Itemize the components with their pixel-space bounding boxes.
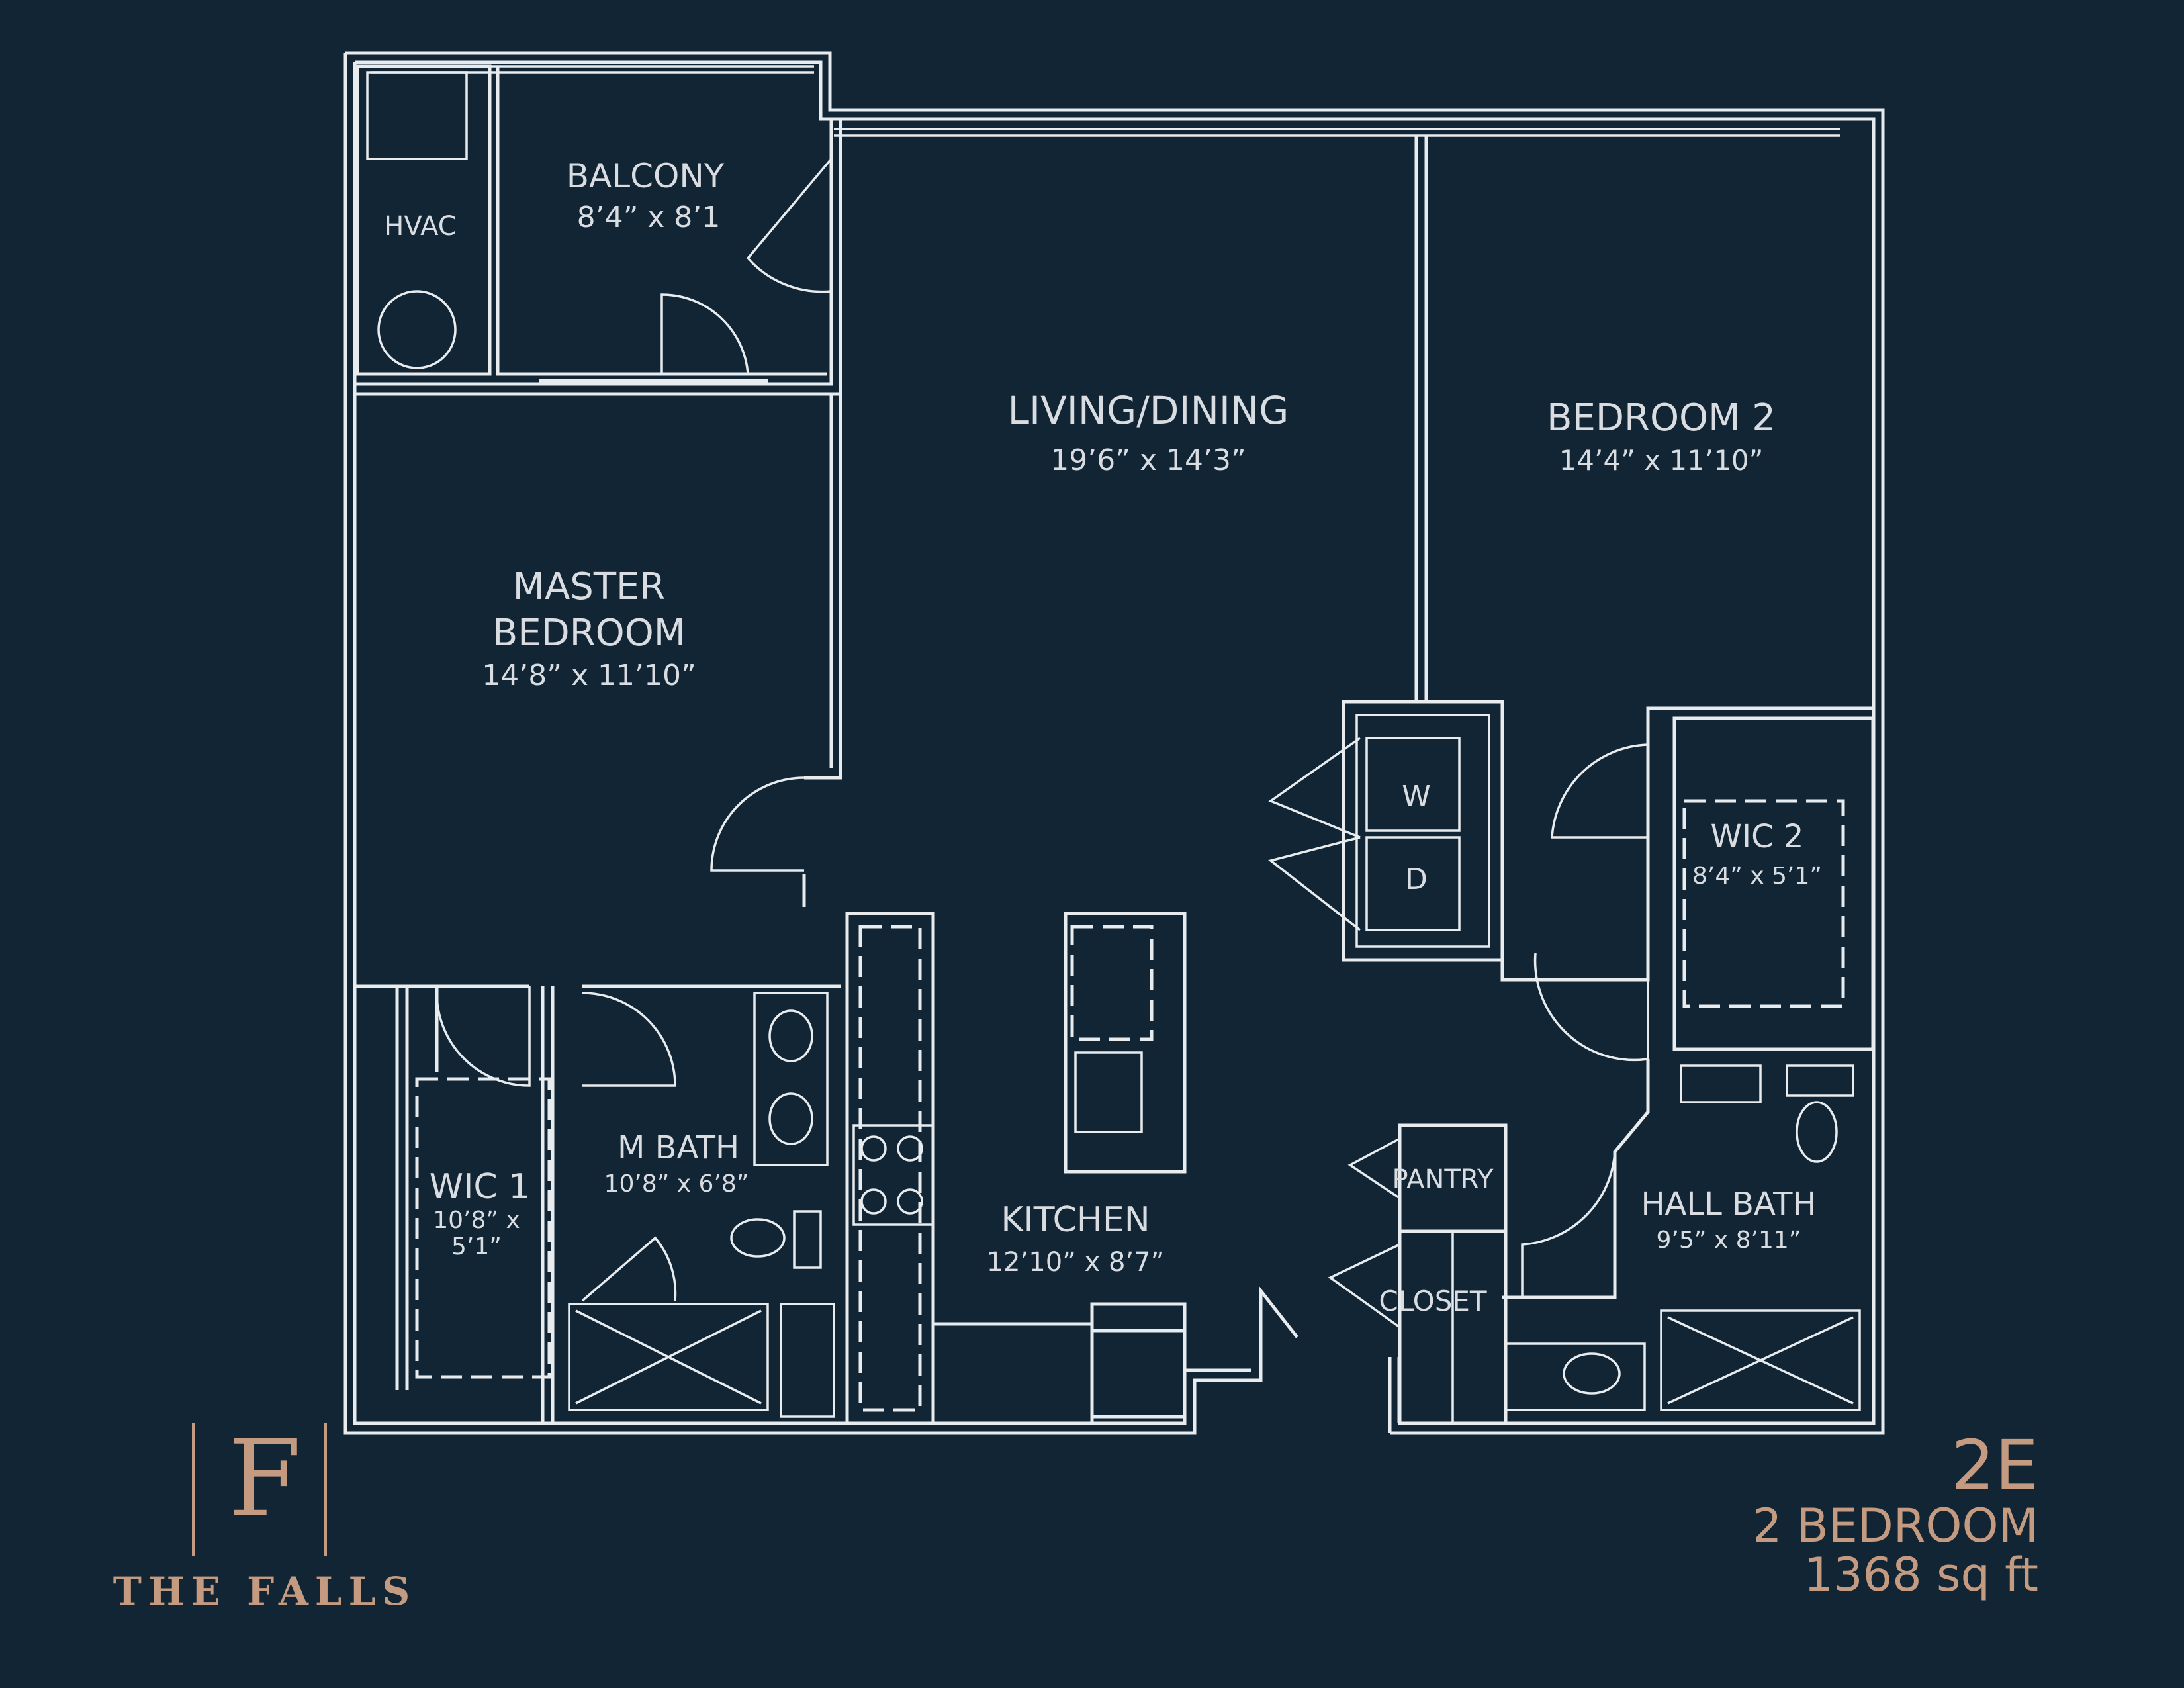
bedroom2-label: BEDROOM 2 [1547,397,1776,440]
master-label-1: MASTER [513,565,666,608]
living-dims: 19’6” x 14’3” [1050,444,1246,477]
brand-logo: F THE FALLS [93,1417,437,1615]
hallbath-label: HALL BATH [1641,1186,1816,1223]
hvac-label: HVAC [384,211,456,242]
bedroom2-dims: 14’4” x 11’10” [1559,444,1764,477]
unit-code: 2E [1951,1425,2038,1506]
logo-divider-left [192,1423,195,1556]
unit-type: 2 BEDROOM [1752,1499,2038,1554]
pantry-label: PANTRY [1392,1164,1494,1195]
balcony-dims: 8’4” x 8’1 [577,201,721,234]
living-label: LIVING/DINING [1008,388,1289,433]
hvac-balcony-walls [355,64,842,396]
kitchen-dims: 12’10” x 8’7” [987,1247,1165,1278]
hallbath-dims: 9’5” x 8’11” [1657,1227,1801,1254]
room-labels: HVAC BALCONY 8’4” x 8’1 LIVING/DINING 19… [384,157,1822,1317]
master-dims: 14’8” x 11’10” [482,659,696,692]
window-frames [371,65,1840,137]
master-label-2: BEDROOM [492,612,686,655]
logo-letter: F [228,1417,302,1540]
brand-name: THE FALLS [113,1569,417,1614]
wic1-dims-1: 10’8” x [433,1207,520,1234]
wic2-dims: 8’4” x 5’1” [1692,863,1822,890]
wic1-label: WIC 1 [430,1167,531,1207]
wic2-label: WIC 2 [1711,818,1804,855]
mbath-dims: 10’8” x 6’8” [604,1170,749,1197]
unit-info: 2E 2 BEDROOM 1368 sq ft [1752,1425,2038,1602]
mbath-label: M BATH [617,1129,739,1166]
logo-divider-right [324,1423,327,1556]
interior-walls [355,136,1875,1425]
washer-label: W [1402,780,1431,814]
dryer-label: D [1405,863,1428,896]
unit-size: 1368 sq ft [1803,1547,2038,1602]
balcony-label: BALCONY [567,157,725,195]
kitchen-label: KITCHEN [1001,1200,1150,1240]
closet-label: CLOSET [1379,1285,1486,1317]
wic1-dims-2: 5’1” [451,1233,502,1260]
